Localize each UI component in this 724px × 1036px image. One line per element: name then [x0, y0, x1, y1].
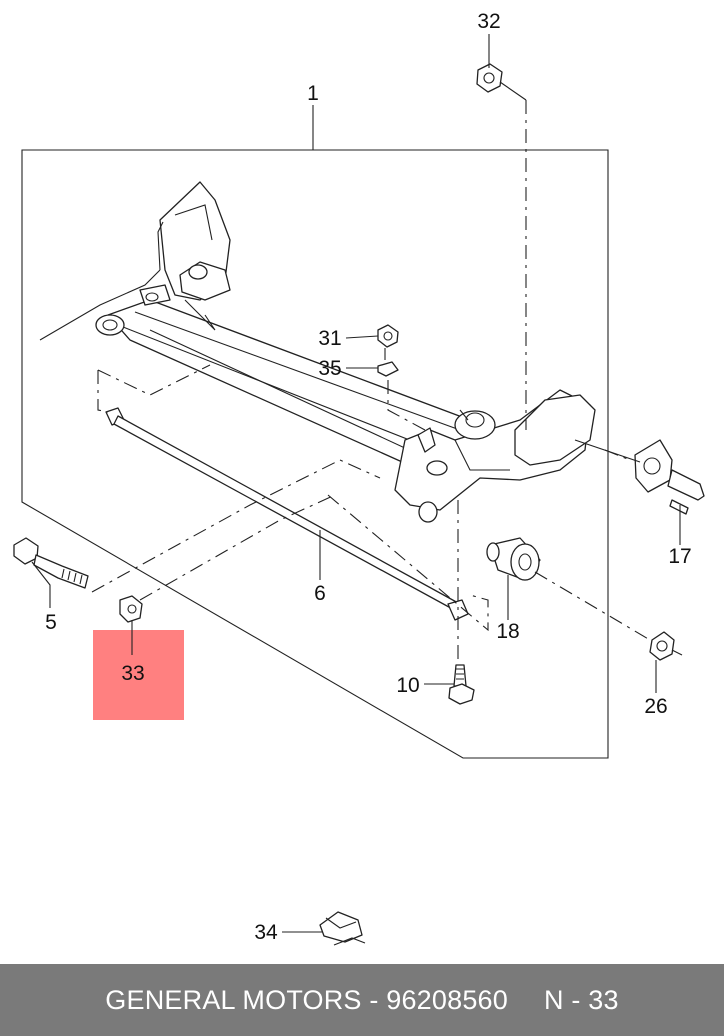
- clip-part-34: [319, 911, 366, 946]
- assembly-line: [387, 380, 426, 431]
- footer-bar: GENERAL MOTORS - 96208560 N - 33: [0, 964, 724, 1036]
- leader-line-31: [345, 335, 379, 339]
- callout-1: 1: [307, 82, 319, 105]
- part-33-highlight: [93, 630, 184, 720]
- rear-axle-beam: [39, 181, 596, 523]
- footer-brand-part: GENERAL MOTORS - 96208560: [105, 984, 508, 1015]
- callout-26: 26: [644, 695, 667, 718]
- callout-33: 33: [121, 662, 144, 685]
- assembly-line: [91, 459, 381, 593]
- rod-part-6: [105, 407, 469, 621]
- callout-17: 17: [668, 545, 691, 568]
- bolt-part-10: [448, 664, 475, 705]
- callout-34: 34: [254, 921, 278, 944]
- assembly-line: [327, 494, 489, 632]
- bracket-part-33: [119, 595, 143, 623]
- assembly-frame: [21, 149, 609, 759]
- callout-31: 31: [318, 327, 341, 350]
- callout-10: 10: [396, 674, 419, 697]
- assembly-line: [459, 409, 469, 421]
- bolt-part-5: [13, 537, 89, 589]
- footer-page-ref: N - 33: [543, 984, 619, 1015]
- nut-part-31: [377, 324, 399, 348]
- nut-part-26: [649, 631, 675, 661]
- stub-axle-spindle: [574, 439, 705, 515]
- assembly-line: [671, 649, 683, 656]
- assembly-line: [534, 571, 651, 641]
- assembly-line: [97, 364, 211, 396]
- callout-5: 5: [45, 611, 57, 634]
- clip-part-35: [377, 361, 399, 377]
- nut-part-32: [476, 63, 503, 93]
- callout-35: 35: [318, 357, 341, 380]
- callout-18: 18: [496, 620, 519, 643]
- parts-diagram: 1 32 31 35 5 6 33 10 17 18 26 34: [13, 10, 705, 946]
- leader-line-5: [31, 561, 51, 608]
- callout-32: 32: [477, 10, 500, 33]
- leader-line-32: [488, 34, 527, 101]
- assembly-line: [604, 449, 631, 461]
- assembly-line: [139, 494, 336, 601]
- assembly-line: [97, 370, 109, 413]
- callout-6: 6: [314, 582, 326, 605]
- bushing-part-18: [486, 537, 541, 581]
